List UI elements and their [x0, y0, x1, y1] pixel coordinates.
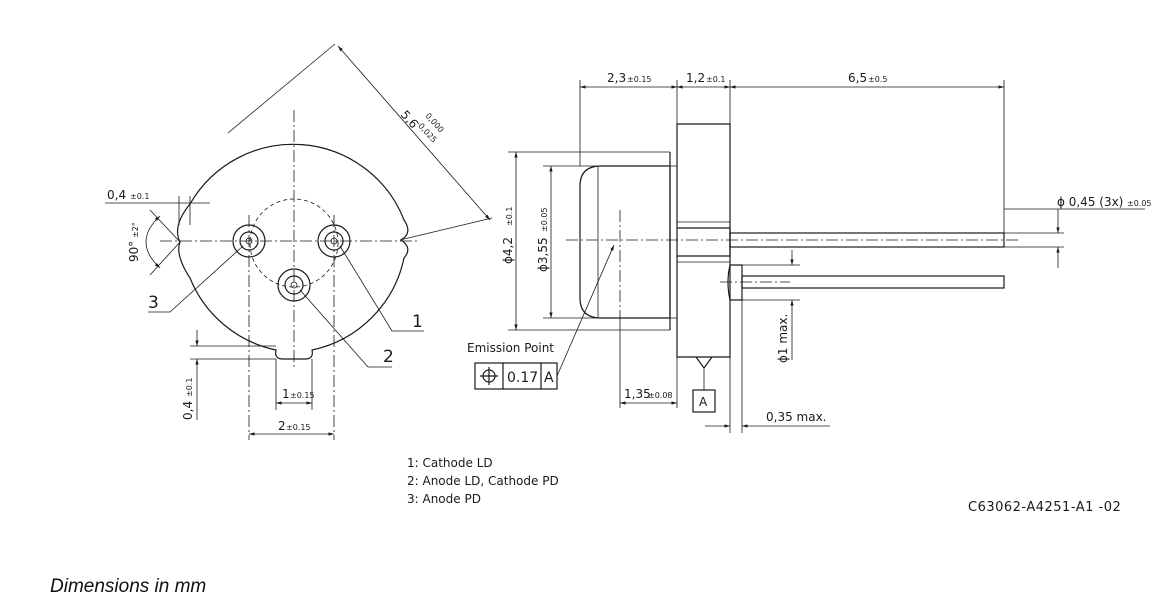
dim-dia-1-max: ϕ1 max.	[776, 314, 790, 363]
dim-len-1-2-tol: ±0.1	[706, 75, 725, 84]
emission-tolerance-frame: 0.17 A	[474, 362, 558, 390]
datum-a-label: A	[699, 395, 708, 409]
dim-len-0-35-max: 0,35 max.	[766, 410, 827, 424]
legend-line-2: 2: Anode LD, Cathode PD	[407, 474, 559, 488]
legend-line-1: 1: Cathode LD	[407, 456, 493, 470]
dim-len-1-35-tol: ±0.08	[648, 391, 673, 400]
label-pin-3: 3	[148, 293, 159, 313]
dim-notch-2: 2	[278, 419, 286, 433]
legend-line-3: 3: Anode PD	[407, 492, 481, 506]
dim-pin-dia: ϕ 0,45 (3x)	[1057, 195, 1123, 209]
label-pin-1: 1	[412, 312, 423, 332]
side-view: 2,3 ±0.15 1,2 ±0.1 6,5 ±0.5 ϕ4,2 ±0.1 ϕ3…	[467, 71, 1152, 433]
dim-notch-2-tol: ±0.15	[286, 423, 311, 432]
dimensions-note: Dimensions in mm	[50, 576, 207, 597]
dim-offset-0-4-side: 0,4	[181, 401, 195, 420]
emission-tolerance-value: 0.17	[507, 370, 538, 386]
dim-notch-1: 1	[282, 387, 290, 401]
emission-point-title: Emission Point	[467, 341, 554, 355]
inner-circle	[249, 198, 339, 288]
dim-len-2-3-tol: ±0.15	[627, 75, 652, 84]
dim-len-6-5-tol: ±0.5	[868, 75, 887, 84]
pin-legend: 1: Cathode LD 2: Anode LD, Cathode PD 3:…	[407, 454, 559, 508]
dim-len-1-35: 1,35	[624, 387, 651, 401]
label-pin-2: 2	[383, 347, 394, 367]
dim-offset-0-4-side-tol: ±0.1	[185, 378, 194, 397]
dim-dia-4-2-tol: ±0.1	[505, 207, 514, 226]
dim-angle-90: 90°	[127, 241, 141, 262]
dim-notch-1-tol: ±0.15	[290, 391, 315, 400]
drawing-number: C63062-A4251-A1 -02	[968, 500, 1122, 515]
dim-angle-90-tol: ±2°	[131, 222, 140, 238]
emission-datum: A	[544, 370, 554, 386]
dim-dia-3-55-tol: ±0.05	[540, 207, 549, 232]
dim-pin-dia-tol: ±0.05	[1127, 199, 1152, 208]
front-view: 5,6 0,000 -0,025 0,4 ±0.1 90° ±2° 3 1 2 …	[105, 43, 493, 440]
dim-offset-0-4-top: 0,4	[107, 188, 126, 202]
dim-len-6-5: 6,5	[848, 71, 867, 85]
dim-offset-0-4-top-tol: ±0.1	[130, 192, 149, 201]
dim-dia-3-55: ϕ3,55	[536, 237, 550, 272]
dim-len-2-3: 2,3	[607, 71, 626, 85]
flange-outline	[177, 143, 409, 360]
dim-dia-4-2: ϕ4,2	[501, 237, 515, 264]
dim-len-1-2: 1,2	[686, 71, 705, 85]
